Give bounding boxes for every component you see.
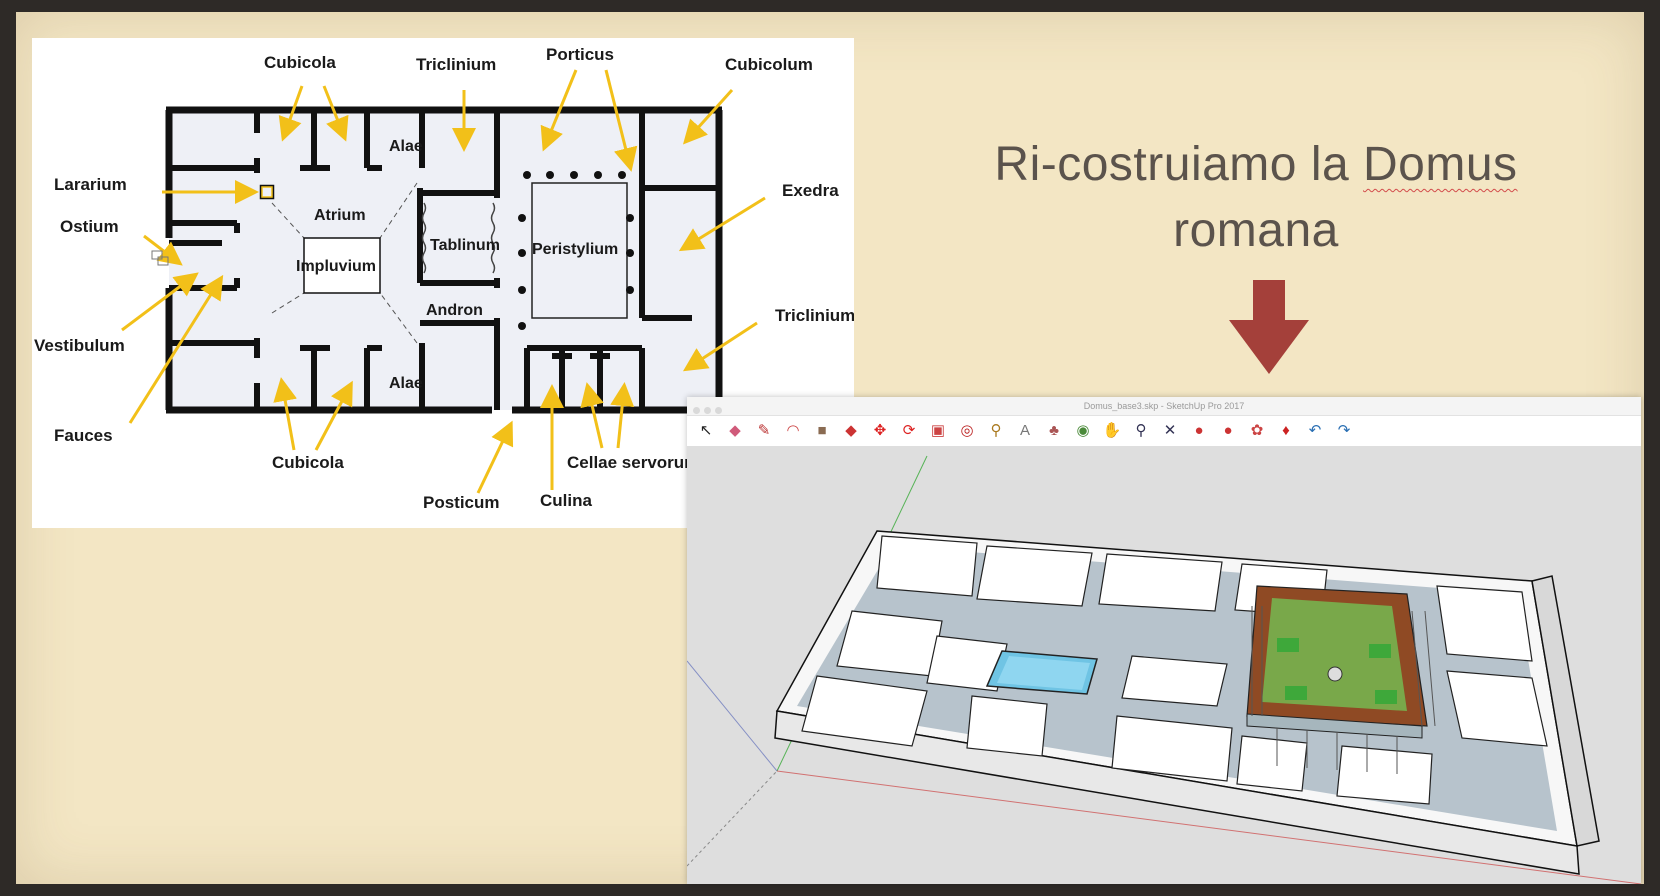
domus-floor-plan: Cubicola Triclinium Porticus Cubicolum L… bbox=[32, 38, 854, 528]
move-tool-icon[interactable]: ✥ bbox=[873, 422, 887, 439]
warehouse-icon[interactable]: ● bbox=[1194, 422, 1204, 439]
select-tool-icon[interactable]: ↖ bbox=[699, 422, 713, 439]
components-icon[interactable]: ● bbox=[1223, 422, 1233, 439]
arc-tool-icon[interactable]: ◠ bbox=[786, 422, 800, 439]
pushpull-tool-icon[interactable]: ◆ bbox=[845, 422, 857, 439]
label-culina: Culina bbox=[540, 491, 592, 510]
redo-icon[interactable]: ↷ bbox=[1337, 422, 1351, 439]
scale-tool-icon[interactable]: ▣ bbox=[930, 422, 946, 439]
sketchup-window-title: Domus_base3.skp - SketchUp Pro 2017 bbox=[1083, 401, 1245, 411]
impluvium-basin bbox=[303, 237, 381, 294]
minimize-window-icon[interactable] bbox=[704, 407, 711, 414]
label-cubicolum: Cubicolum bbox=[725, 55, 813, 74]
title-line2: romana bbox=[1173, 204, 1339, 257]
paint-tool-icon[interactable]: ♣ bbox=[1049, 422, 1059, 439]
ruby-icon[interactable]: ♦ bbox=[1282, 422, 1290, 439]
zoom-tool-icon[interactable]: ⚲ bbox=[1135, 422, 1147, 439]
sketchup-3d-viewport[interactable] bbox=[686, 446, 1642, 885]
label-ostium: Ostium bbox=[60, 217, 119, 236]
label-cellae: Cellae servorum bbox=[567, 453, 699, 472]
label-lararium: Lararium bbox=[54, 175, 127, 194]
pan-tool-icon[interactable]: ✋ bbox=[1102, 422, 1122, 439]
domus-3d-model bbox=[686, 455, 1642, 885]
label-impluvium: Impluvium bbox=[296, 258, 376, 275]
label-alae-bottom: Alae bbox=[389, 375, 423, 392]
label-vestibulum: Vestibulum bbox=[34, 336, 125, 355]
label-porticus: Porticus bbox=[546, 45, 614, 64]
text-tool-icon[interactable]: A bbox=[1019, 422, 1030, 439]
label-andron: Andron bbox=[426, 302, 483, 319]
title-line1-b: Domus bbox=[1363, 138, 1518, 191]
label-fauces: Fauces bbox=[54, 426, 113, 445]
label-cubicola-top: Cubicola bbox=[264, 53, 336, 72]
orbit-tool-icon[interactable]: ◉ bbox=[1076, 422, 1090, 439]
eraser-tool-icon[interactable]: ◆ bbox=[729, 422, 741, 439]
pencil-tool-icon[interactable]: ✎ bbox=[757, 422, 771, 439]
shape-tool-icon[interactable]: ■ bbox=[817, 422, 827, 439]
undo-icon[interactable]: ↶ bbox=[1308, 422, 1322, 439]
tape-tool-icon[interactable]: ⚲ bbox=[990, 422, 1002, 439]
close-window-icon[interactable] bbox=[693, 407, 700, 414]
label-peristylium: Peristylium bbox=[532, 241, 618, 258]
label-triclinium-right: Triclinium bbox=[775, 306, 854, 325]
rotate-tool-icon[interactable]: ⟳ bbox=[902, 422, 916, 439]
label-posticum: Posticum bbox=[423, 493, 500, 512]
label-arrows bbox=[121, 69, 766, 494]
title-line1-a: Ri-costruiamo la bbox=[994, 138, 1364, 191]
zoom-extents-icon[interactable]: ✕ bbox=[1163, 422, 1177, 439]
label-cubicola-bottom: Cubicola bbox=[272, 453, 344, 472]
offset-tool-icon[interactable]: ◎ bbox=[960, 422, 974, 439]
peristylium-garden bbox=[531, 182, 628, 319]
label-tablinum: Tablinum bbox=[430, 237, 500, 254]
slide: Cubicola Triclinium Porticus Cubicolum L… bbox=[16, 12, 1644, 885]
extension-icon[interactable]: ✿ bbox=[1250, 422, 1264, 439]
sketchup-window: Domus_base3.skp - SketchUp Pro 2017 ↖ ◆ ✎ ◠… bbox=[686, 397, 1642, 885]
slide-title: Ri-costruiamo la Domus romana bbox=[916, 132, 1596, 264]
label-exedra: Exedra bbox=[782, 181, 839, 200]
sketchup-toolbar: ↖ ◆ ✎ ◠ ■ ◆ ✥ ⟳ ▣ ◎ ⚲ A ♣ ◉ ✋ ⚲ ✕ ● ● ✿ ♦ ↶ ↷ bbox=[687, 416, 1641, 447]
peristyle-columns bbox=[518, 171, 634, 330]
down-arrow-icon bbox=[1229, 280, 1309, 374]
label-triclinium-top: Triclinium bbox=[416, 55, 496, 74]
label-alae-top: Alae bbox=[389, 138, 423, 155]
zoom-window-icon[interactable] bbox=[715, 407, 722, 414]
label-atrium: Atrium bbox=[314, 207, 366, 224]
floor-plan-svg: Cubicola Triclinium Porticus Cubicolum L… bbox=[34, 45, 854, 512]
sketchup-titlebar: Domus_base3.skp - SketchUp Pro 2017 bbox=[687, 397, 1641, 416]
